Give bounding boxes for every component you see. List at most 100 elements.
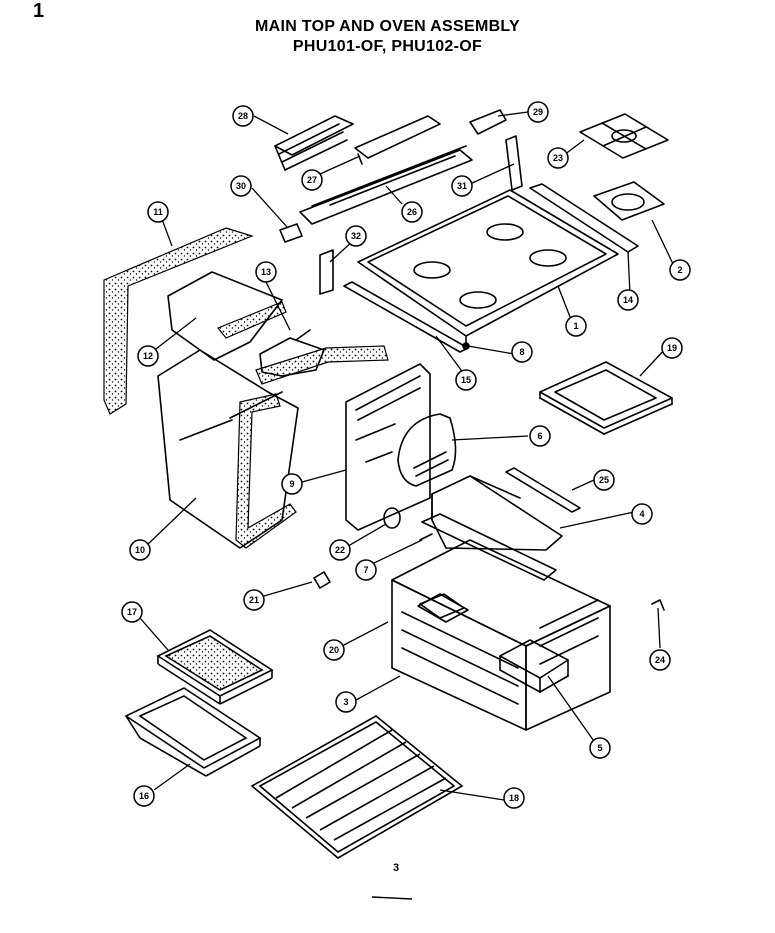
callout-6: 6 xyxy=(529,425,551,447)
callout-circle xyxy=(329,539,351,561)
callout-label: 26 xyxy=(407,207,417,217)
callout-29: 29 xyxy=(527,101,549,123)
callout-label: 30 xyxy=(236,181,246,191)
callout-circle xyxy=(455,369,477,391)
callout-circle xyxy=(451,175,473,197)
callout-28: 28 xyxy=(232,105,254,127)
callout-circle xyxy=(137,345,159,367)
callout-circle xyxy=(649,649,671,671)
part-10-edge-drawing xyxy=(235,393,297,549)
callout-circle xyxy=(121,601,143,623)
part-29-drawing xyxy=(469,109,507,135)
callout-25: 25 xyxy=(593,469,615,491)
part-19-drawing xyxy=(539,361,673,435)
callout-17: 17 xyxy=(121,601,143,623)
part-5-drawing xyxy=(499,639,569,693)
callout-23: 23 xyxy=(547,147,569,169)
part-30-drawing xyxy=(279,223,303,243)
part-6-drawing xyxy=(397,413,457,487)
callout-30: 30 xyxy=(230,175,252,197)
callout-circle xyxy=(593,469,615,491)
part-25-drawing xyxy=(505,467,581,513)
callout-22: 22 xyxy=(329,539,351,561)
callout-label: 27 xyxy=(307,175,317,185)
callout-8: 8 xyxy=(511,341,533,363)
callout-label: 17 xyxy=(127,607,137,617)
callout-31: 31 xyxy=(451,175,473,197)
callout-label: 24 xyxy=(655,655,665,665)
part-16-drawing xyxy=(124,687,262,777)
callout-21: 21 xyxy=(243,589,265,611)
callout-12: 12 xyxy=(137,345,159,367)
part-7-drawing xyxy=(419,533,433,541)
callout-circle xyxy=(133,785,155,807)
callout-24: 24 xyxy=(649,649,671,671)
callout-circle xyxy=(631,503,653,525)
callout-5: 5 xyxy=(589,737,611,759)
callout-label: 16 xyxy=(139,791,149,801)
callout-label: 3 xyxy=(343,697,348,707)
callout-circle xyxy=(230,175,252,197)
callout-circle xyxy=(401,201,423,223)
diagram-title: MAIN TOP AND OVEN ASSEMBLY xyxy=(254,18,521,35)
callout-label: 12 xyxy=(143,351,153,361)
callout-label: 1 xyxy=(573,321,578,331)
callout-11: 11 xyxy=(147,201,169,223)
page-number: 3 xyxy=(393,862,400,874)
callout-label: 13 xyxy=(261,267,271,277)
model-numbers: PHU101-OF, PHU102-OF xyxy=(292,38,483,55)
callout-13: 13 xyxy=(255,261,277,283)
part-11-drawing xyxy=(103,227,254,415)
callout-circle xyxy=(335,691,357,713)
callout-32: 32 xyxy=(345,225,367,247)
part-2-drawing xyxy=(593,181,665,221)
callout-label: 32 xyxy=(351,231,361,241)
callout-label: 22 xyxy=(335,545,345,555)
callout-label: 21 xyxy=(249,595,259,605)
callout-circle xyxy=(301,169,323,191)
callout-circle xyxy=(323,639,345,661)
callout-circle xyxy=(661,337,683,359)
callout-15: 15 xyxy=(455,369,477,391)
part-22-drawing xyxy=(383,507,401,529)
callout-label: 11 xyxy=(153,207,163,217)
callout-26: 26 xyxy=(401,201,423,223)
callout-circle xyxy=(129,539,151,561)
callout-label: 15 xyxy=(461,375,471,385)
callout-circle xyxy=(243,589,265,611)
part-3-drawing xyxy=(391,539,611,731)
callout-9: 9 xyxy=(281,473,303,495)
callout-label: 29 xyxy=(533,107,543,117)
part-23-drawing xyxy=(579,113,669,159)
callout-label: 4 xyxy=(639,509,644,519)
callout-circle xyxy=(511,341,533,363)
callout-label: 20 xyxy=(329,645,339,655)
callout-circle xyxy=(255,261,277,283)
callout-circle xyxy=(617,289,639,311)
part-28-drawing xyxy=(274,115,354,171)
part-24-drawing xyxy=(651,599,665,611)
callout-label: 7 xyxy=(363,565,368,575)
callout-10: 10 xyxy=(129,539,151,561)
callout-label: 9 xyxy=(289,479,294,489)
part-26-drawing xyxy=(299,145,473,225)
callout-label: 10 xyxy=(135,545,145,555)
callout-circle xyxy=(529,425,551,447)
callout-14: 14 xyxy=(617,289,639,311)
callout-label: 31 xyxy=(457,181,467,191)
part-18-drawing xyxy=(250,715,464,859)
callout-circle xyxy=(527,101,549,123)
part-31-drawing xyxy=(505,135,523,191)
callout-4: 4 xyxy=(631,503,653,525)
part-12-edge-drawing xyxy=(217,301,287,339)
callout-label: 6 xyxy=(537,431,542,441)
callout-circle xyxy=(565,315,587,337)
callout-1: 1 xyxy=(565,315,587,337)
callout-label: 19 xyxy=(667,343,677,353)
callout-circle xyxy=(355,559,377,581)
callout-19: 19 xyxy=(661,337,683,359)
footer-rule xyxy=(371,896,413,900)
callout-27: 27 xyxy=(301,169,323,191)
part-14-drawing xyxy=(529,183,639,253)
